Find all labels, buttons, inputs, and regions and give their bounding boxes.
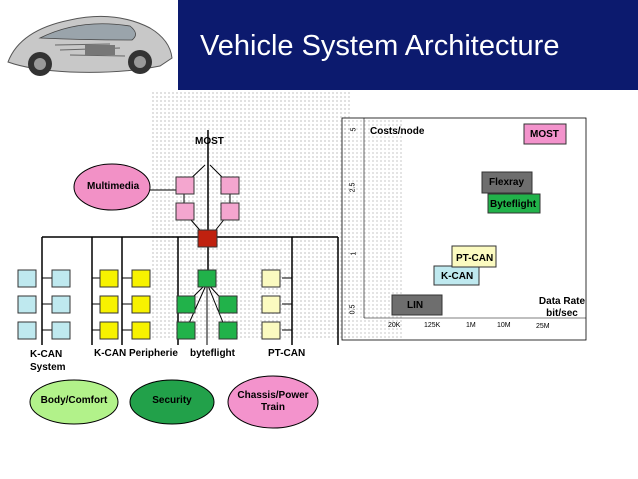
- kcan-system-node: [51, 295, 71, 314]
- kcan-system-node: [17, 321, 37, 340]
- chart-label-kcan: K-CAN: [441, 271, 474, 282]
- chart-frame: [341, 117, 587, 341]
- byteflight-node: [197, 269, 217, 288]
- y-tick-label: 0.5: [349, 304, 357, 315]
- chart-label-flexray: Flexray: [489, 177, 525, 188]
- chart-x-label: Data Rate bit/sec: [538, 296, 586, 319]
- security-ellipse: [129, 379, 215, 425]
- chart-mark-ptcan: [451, 245, 497, 268]
- kcan-peripherie-node: [99, 321, 119, 340]
- chart-label-byteflight: Byteflight: [490, 199, 537, 210]
- x-tick-label: 10M: [497, 322, 511, 329]
- kcan-peripherie-label: K-CAN Peripherie: [94, 348, 178, 359]
- chart-mark-byteflight: [487, 193, 541, 214]
- chart-mark-flexray: [481, 171, 533, 194]
- y-tick-label: 5: [350, 127, 358, 132]
- ptcan-node: [261, 269, 281, 288]
- most-node: [220, 176, 240, 195]
- car-cutaway-image: [0, 0, 178, 90]
- kcan-peripherie-node: [131, 269, 151, 288]
- most-label: MOST: [195, 136, 224, 147]
- x-tick-label: 25M: [536, 323, 550, 330]
- kcan-peripherie-node: [99, 269, 119, 288]
- x-tick-label: 20K: [388, 322, 401, 329]
- slide-title: Vehicle System Architecture: [200, 30, 560, 62]
- most-node: [175, 202, 195, 221]
- chart-mark-lin: [391, 294, 443, 316]
- kcan-system-label: K-CAN System: [30, 349, 66, 373]
- chart-mark-most: [523, 123, 567, 145]
- kcan-system-node: [17, 269, 37, 288]
- ptcan-node: [261, 321, 281, 340]
- kcan-peripherie-node: [131, 321, 151, 340]
- chart-y-label: Costs/node: [370, 126, 425, 137]
- kcan-peripherie-node: [99, 295, 119, 314]
- byteflight-node: [218, 295, 238, 314]
- most-node: [175, 176, 195, 195]
- x-tick-label: 1M: [466, 322, 476, 329]
- ptcan-label: PT-CAN: [268, 348, 306, 359]
- body-comfort-ellipse: [29, 379, 119, 425]
- kcan-system-node: [51, 269, 71, 288]
- kcan-system-node: [51, 321, 71, 340]
- multimedia-ellipse: [73, 163, 151, 211]
- chart-label-most: MOST: [530, 129, 559, 140]
- y-tick-label: 2.5: [349, 182, 357, 193]
- kcan-peripherie-node: [131, 295, 151, 314]
- chart-label-lin: LIN: [407, 300, 424, 311]
- ptcan-node: [261, 295, 281, 314]
- security-label: Security: [152, 395, 192, 406]
- chart-label-ptcan: PT-CAN: [456, 253, 494, 264]
- chassis-power-train-ellipse: [227, 375, 319, 429]
- y-tick-label: 1: [350, 251, 358, 256]
- multimedia-label: Multimedia: [87, 181, 140, 192]
- byteflight-node: [176, 321, 196, 340]
- architecture-diagram: [17, 90, 587, 429]
- byteflight-node: [218, 321, 238, 340]
- central-gateway: [197, 229, 218, 248]
- byteflight-label: byteflight: [190, 348, 235, 359]
- chassis-power-train-label: Chassis/Power Train: [237, 390, 309, 413]
- title-band: [178, 0, 638, 90]
- x-tick-label: 125K: [424, 322, 441, 329]
- kcan-system-node: [17, 295, 37, 314]
- byteflight-node: [176, 295, 196, 314]
- body-comfort-label: Body/Comfort: [40, 395, 108, 406]
- most-node: [220, 202, 240, 221]
